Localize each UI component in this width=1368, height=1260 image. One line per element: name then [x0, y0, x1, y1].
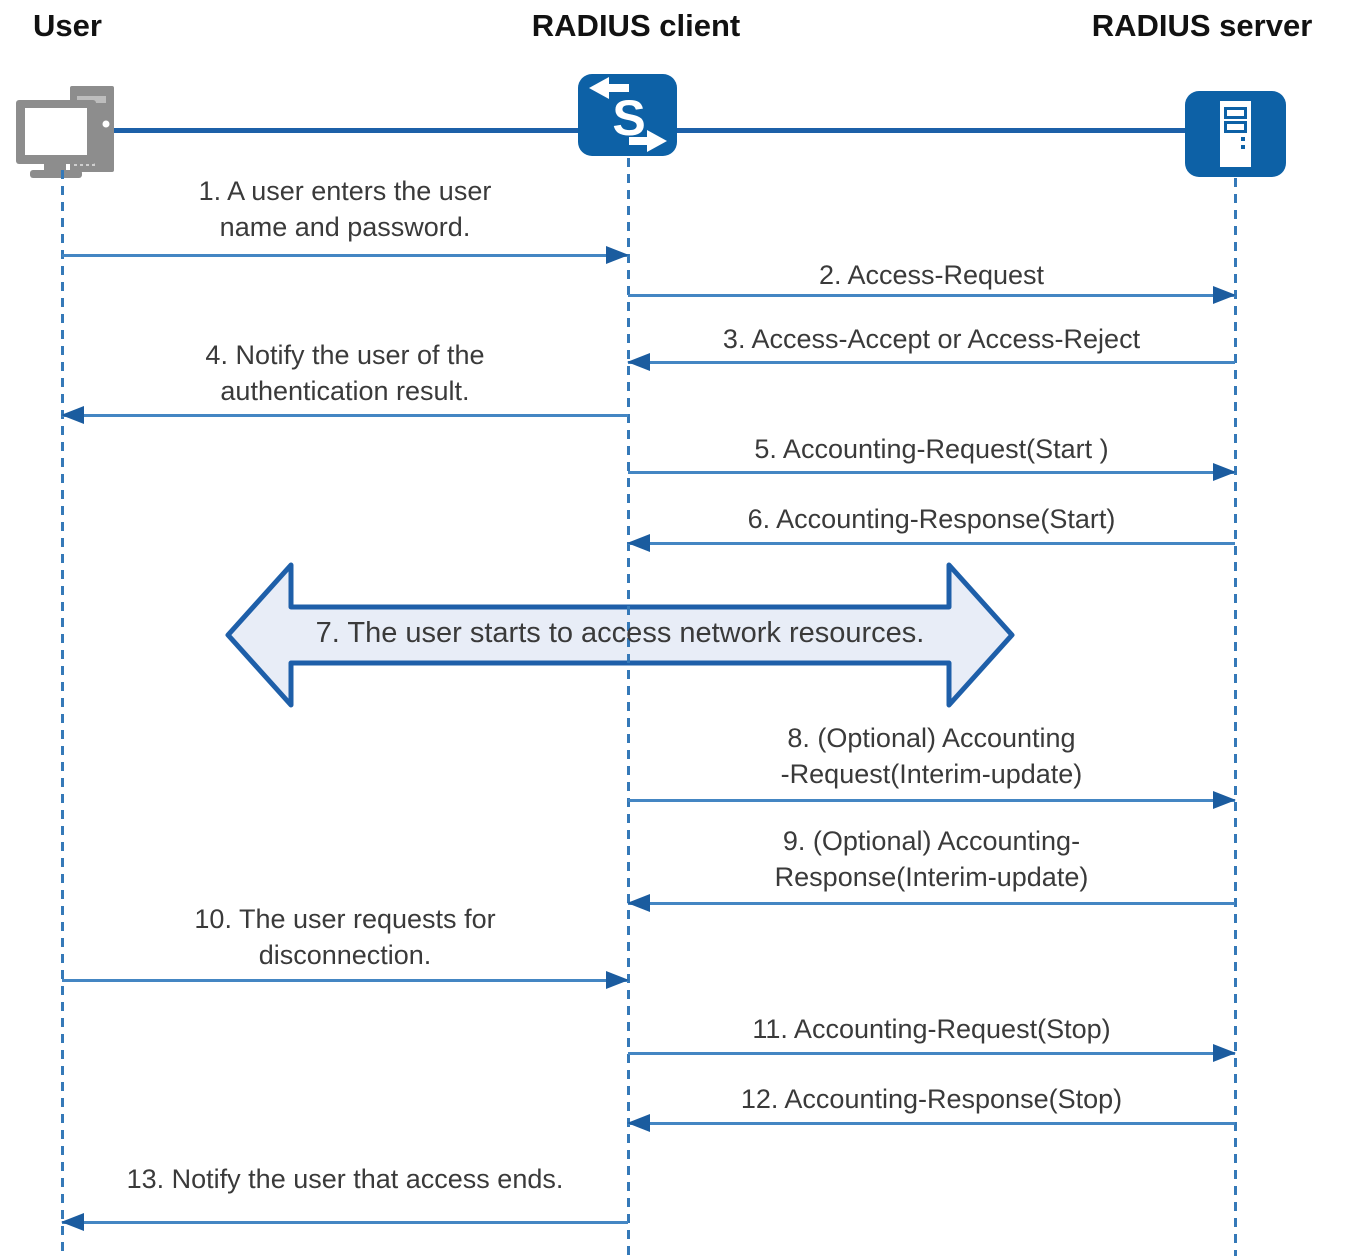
- message-9-arrow: [627, 894, 1235, 912]
- message-5-arrow: [628, 463, 1236, 481]
- message-13-arrow: [61, 1213, 628, 1231]
- switch-icon: S: [577, 73, 678, 162]
- message-9-label: 9. (Optional) Accounting- Response(Inter…: [774, 826, 1089, 892]
- message-11-arrow: [628, 1044, 1236, 1062]
- actor-label-radius-client: RADIUS client: [531, 8, 741, 43]
- switch-icon-letter: S: [612, 90, 645, 146]
- message-1-arrow: [62, 246, 629, 264]
- message-3-label: 3. Access-Accept or Access-Reject: [722, 324, 1141, 354]
- lifeline-radius-server: [1234, 178, 1237, 1256]
- message-5-label: 5. Accounting-Request(Start ): [754, 434, 1109, 464]
- message-6-arrow: [627, 534, 1235, 552]
- message-2-arrow: [628, 286, 1236, 304]
- message-4-arrow: [61, 406, 628, 424]
- message-7-label: 7. The user starts to access network res…: [315, 617, 925, 649]
- message-6-label: 6. Accounting-Response(Start): [747, 504, 1116, 534]
- message-2-label: 2. Access-Request: [818, 260, 1045, 290]
- actor-label-radius-server: RADIUS server: [1091, 8, 1313, 43]
- message-12-arrow: [627, 1114, 1235, 1132]
- message-8-label: 8. (Optional) Accounting -Request(Interi…: [780, 723, 1083, 789]
- desktop-computer-icon: [14, 86, 122, 183]
- actor-label-user: User: [33, 8, 102, 43]
- message-12-label: 12. Accounting-Response(Stop): [740, 1084, 1123, 1114]
- network-access-band-arrow: [225, 562, 1015, 708]
- lifeline-user: [61, 170, 64, 1256]
- message-3-arrow: [627, 353, 1235, 371]
- message-10-arrow: [62, 971, 629, 989]
- message-4-label: 4. Notify the user of the authentication…: [205, 340, 485, 406]
- message-8-arrow: [628, 791, 1236, 809]
- message-10-label: 10. The user requests for disconnection.: [194, 904, 496, 970]
- server-icon: [1184, 90, 1287, 183]
- message-11-label: 11. Accounting-Request(Stop): [752, 1014, 1111, 1044]
- message-1-label: 1. A user enters the user name and passw…: [198, 176, 492, 242]
- lifeline-radius-client: [627, 158, 630, 1256]
- message-13-label: 13. Notify the user that access ends.: [126, 1164, 564, 1194]
